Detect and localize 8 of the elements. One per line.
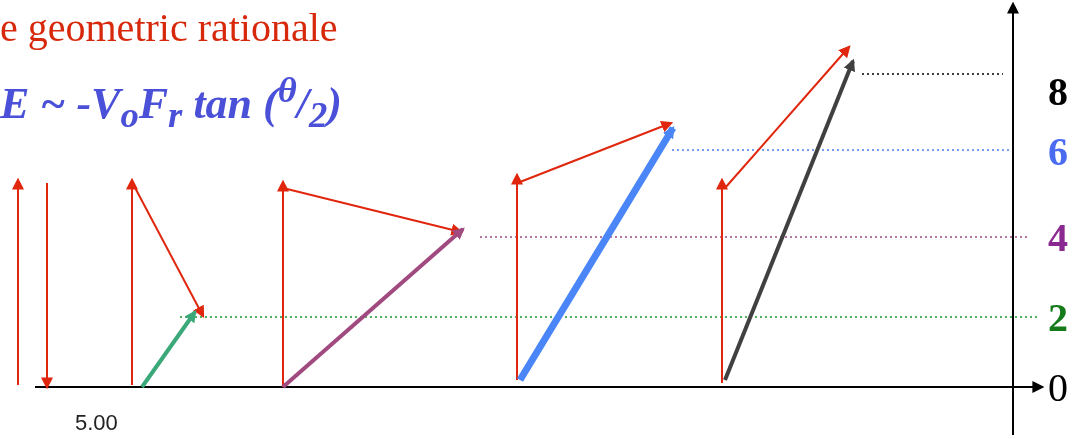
formula: E ~ -V$_{o}$F$_{r}$ tan ($^{θ}$/$_{2}$): [0, 72, 342, 135]
tick-label: 4: [1048, 218, 1068, 258]
value-label: 5.00: [75, 412, 118, 434]
tick-label: 2: [1048, 298, 1068, 338]
tick-label: 8: [1048, 72, 1068, 112]
tick-label: 6: [1048, 132, 1068, 172]
title: e geometric rationale: [0, 8, 338, 48]
tick-label: 0: [1048, 368, 1068, 408]
